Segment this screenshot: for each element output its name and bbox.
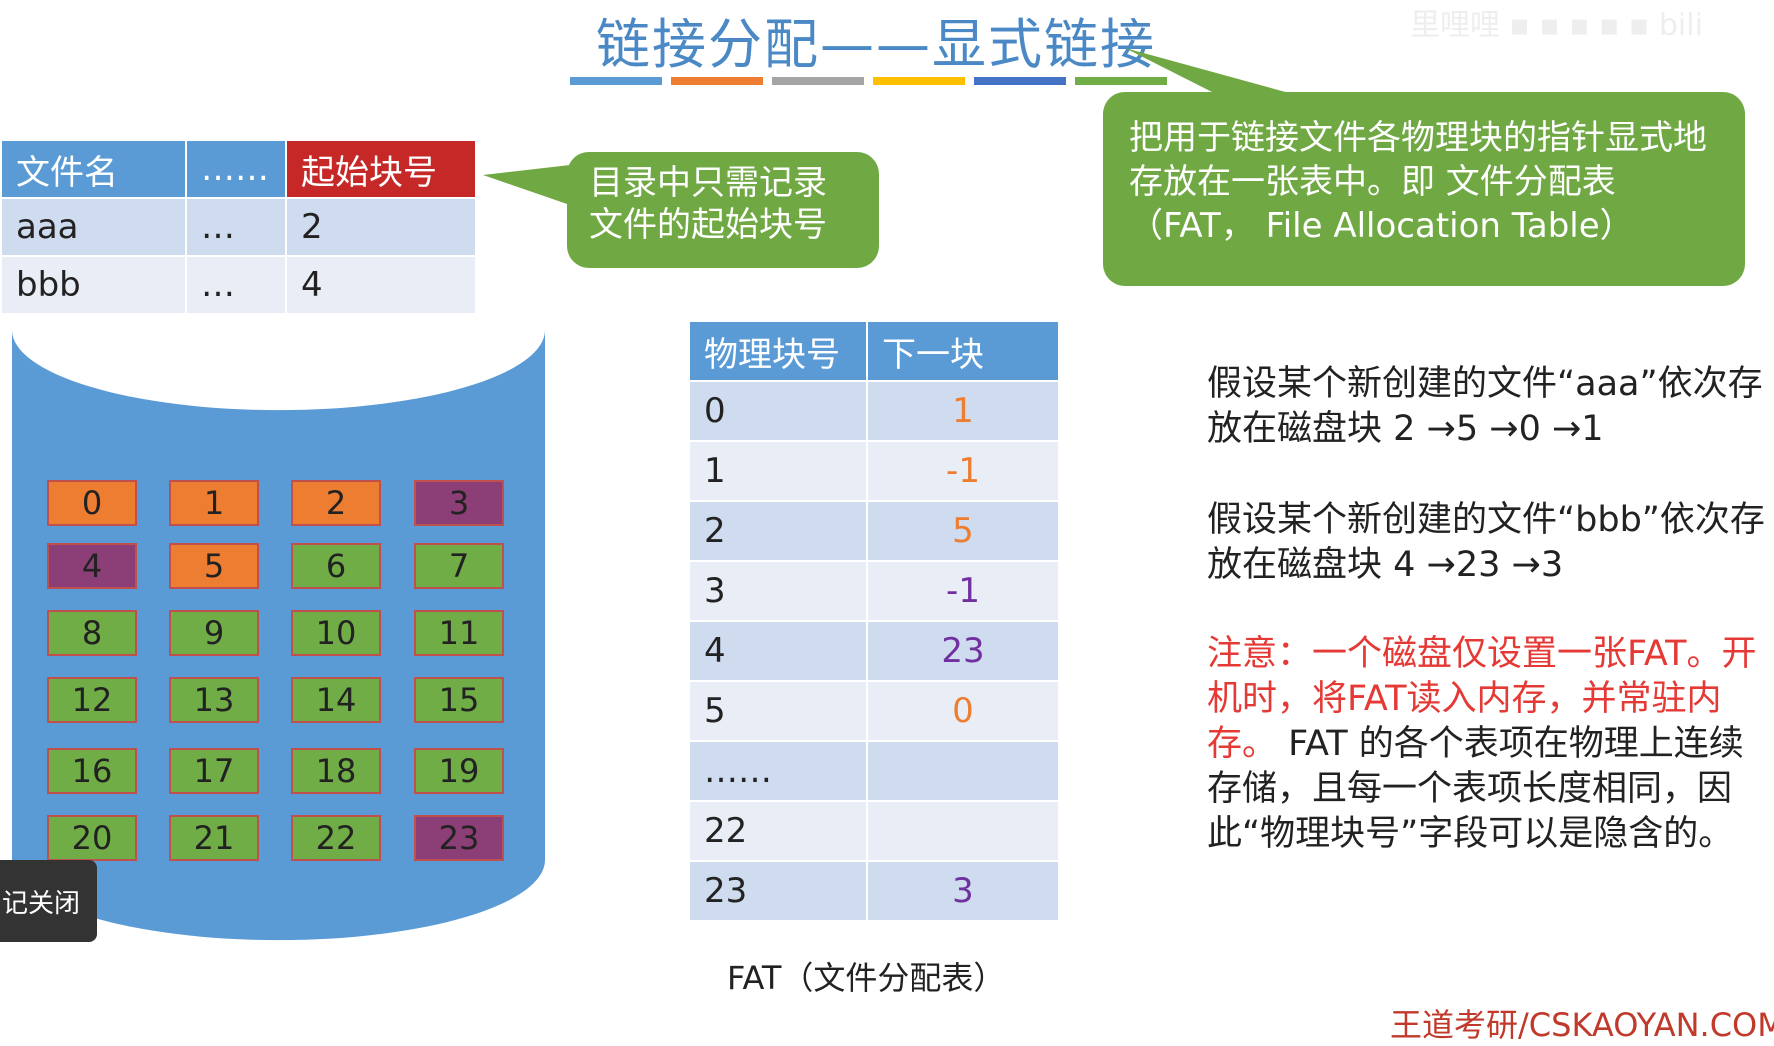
fat-cell-block: 0 — [690, 382, 866, 440]
disk-block: 20 — [47, 815, 137, 861]
table-row: 22 — [690, 802, 1058, 860]
fat-cell-block: …… — [690, 742, 866, 800]
title-underline-segment — [772, 77, 864, 85]
fat-cell-next: -1 — [868, 442, 1058, 500]
fat-cell-next: 3 — [868, 862, 1058, 920]
dir-cell-start: 2 — [287, 199, 475, 255]
dir-cell-name: aaa — [2, 199, 185, 255]
disk-block: 16 — [47, 748, 137, 794]
fat-header-block: 物理块号 — [690, 322, 866, 380]
close-button[interactable]: 记关闭 — [0, 860, 97, 942]
disk-block: 6 — [291, 543, 381, 589]
table-row: 3-1 — [690, 562, 1058, 620]
table-row: 1-1 — [690, 442, 1058, 500]
fat-cell-block: 1 — [690, 442, 866, 500]
fat-cell-next: 1 — [868, 382, 1058, 440]
fat-note-warning: 注意：一个磁盘仅设置一张FAT。开机时，将FAT读入内存，并常驻内存。 — [1207, 634, 1757, 764]
page-title: 链接分配——显式链接 — [596, 13, 1156, 76]
disk-shape — [12, 330, 545, 941]
fat-cell-next: 5 — [868, 502, 1058, 560]
dir-header-start-block: 起始块号 — [287, 141, 475, 197]
fat-cell-next: 23 — [868, 622, 1058, 680]
dir-header-ellipsis: …… — [187, 141, 285, 197]
title-underline-segment — [974, 77, 1066, 85]
disk-block: 11 — [414, 610, 504, 656]
disk-block: 21 — [169, 815, 259, 861]
disk-block: 14 — [291, 677, 381, 723]
disk-block: 19 — [414, 748, 504, 794]
fat-cell-next: -1 — [868, 562, 1058, 620]
disk-block: 18 — [291, 748, 381, 794]
disk-block: 0 — [47, 480, 137, 526]
disk-block: 4 — [47, 543, 137, 589]
dir-header-filename: 文件名 — [2, 141, 185, 197]
fat-cell-block: 23 — [690, 862, 866, 920]
example-aaa-text: 假设某个新创建的文件“aaa”依次存放在磁盘块 2 →5 →0 →1 — [1207, 364, 1763, 449]
title-underline-segment — [873, 77, 965, 85]
example-bbb-text: 假设某个新创建的文件“bbb”依次存放在磁盘块 4 →23 →3 — [1207, 500, 1765, 585]
callout-directory: 目录中只需记录文件的起始块号 — [567, 152, 879, 268]
fat-cell-next: 0 — [868, 682, 1058, 740]
disk-block: 9 — [169, 610, 259, 656]
disk-block: 2 — [291, 480, 381, 526]
fat-note-detail: FAT 的各个表项在物理上连续存储，且每一个表项长度相同，因此“物理块号”字段可… — [1207, 724, 1744, 854]
fat-header-next: 下一块 — [868, 322, 1058, 380]
disk-block: 17 — [169, 748, 259, 794]
fat-cell-next — [868, 742, 1058, 800]
table-row: bbb … 4 — [2, 257, 475, 313]
table-row: …… — [690, 742, 1058, 800]
fat-cell-block: 5 — [690, 682, 866, 740]
disk-block: 23 — [414, 815, 504, 861]
title-underline-segment — [671, 77, 763, 85]
dir-cell-name: bbb — [2, 257, 185, 313]
title-underline-segment — [570, 77, 662, 85]
disk-block: 15 — [414, 677, 504, 723]
title-underline-segment — [1075, 77, 1167, 85]
watermark: 里哩哩 ▪ ▪ ▪ ▪ ▪ bili — [1410, 8, 1703, 43]
disk-block: 10 — [291, 610, 381, 656]
directory-table: 文件名 …… 起始块号 aaa … 2 bbb … 4 — [0, 139, 477, 315]
callout-fat: 把用于链接文件各物理块的指针显式地存放在一张表中。即 文件分配表（FAT， Fi… — [1103, 92, 1745, 286]
disk-block: 8 — [47, 610, 137, 656]
fat-cell-block: 2 — [690, 502, 866, 560]
fat-cell-block: 4 — [690, 622, 866, 680]
dir-cell-start: 4 — [287, 257, 475, 313]
fat-cell-block: 3 — [690, 562, 866, 620]
dir-cell-other: … — [187, 257, 285, 313]
fat-cell-next — [868, 802, 1058, 860]
disk-block: 22 — [291, 815, 381, 861]
disk-block: 13 — [169, 677, 259, 723]
dir-cell-other: … — [187, 199, 285, 255]
fat-cell-block: 22 — [690, 802, 866, 860]
fat-note: 注意：一个磁盘仅设置一张FAT。开机时，将FAT读入内存，并常驻内存。 FAT … — [1207, 632, 1767, 857]
footer-brand: 王道考研/CSKAOYAN.COM — [1390, 1006, 1774, 1044]
table-row: aaa … 2 — [2, 199, 475, 255]
disk-block: 7 — [414, 543, 504, 589]
disk-block: 1 — [169, 480, 259, 526]
disk-block: 12 — [47, 677, 137, 723]
disk-block: 3 — [414, 480, 504, 526]
fat-caption: FAT（文件分配表） — [727, 959, 1006, 997]
disk-block: 5 — [169, 543, 259, 589]
